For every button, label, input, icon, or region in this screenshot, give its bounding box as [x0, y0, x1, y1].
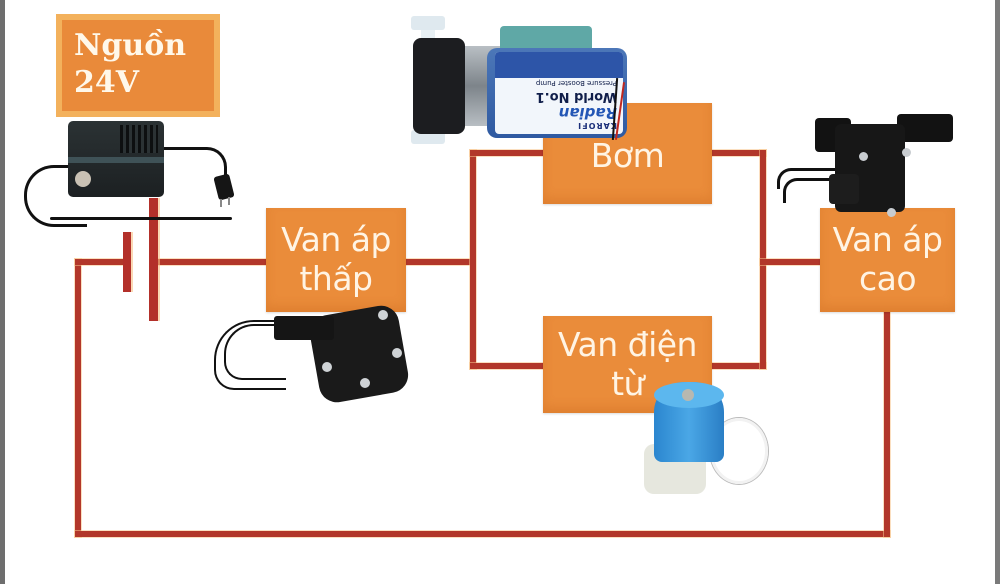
- wire-to-pump: [470, 150, 545, 156]
- wire-from-solenoid: [710, 363, 766, 369]
- wire-from-pump: [710, 150, 766, 156]
- high-pressure-switch-label-line2: cao: [858, 259, 917, 298]
- wire-left-top: [75, 259, 127, 265]
- left-frame-border: [0, 0, 5, 584]
- battery-negative-plate: [123, 232, 131, 292]
- wire-left-branch: [470, 150, 476, 369]
- wire-source-to-low-valve: [156, 259, 268, 265]
- right-frame-border: [995, 0, 1000, 584]
- pump-label: Bơm: [590, 136, 665, 176]
- source-label-line2: 24V: [74, 64, 140, 100]
- wire-left-vertical: [75, 259, 81, 537]
- solenoid-valve-photo: [640, 378, 770, 498]
- wire-junction-to-high-valve: [760, 259, 822, 265]
- high-pressure-switch-photo: [775, 108, 965, 218]
- wire-right-vertical: [884, 310, 890, 537]
- power-source-label: Nguồn 24V: [56, 14, 220, 117]
- low-pressure-switch-box: Van áp thấp: [266, 208, 406, 312]
- high-pressure-switch-box: Van áp cao: [820, 208, 955, 312]
- pump-spec-band: [495, 52, 623, 78]
- solenoid-valve-label-line2: từ: [611, 363, 644, 403]
- booster-pump-photo: KAROFI Radian World No.1 Pressure Booste…: [405, 12, 635, 160]
- low-pressure-switch-label-line2: thấp: [299, 259, 373, 298]
- pump-slogan: World No.1: [535, 89, 617, 104]
- pump-brand: KAROFI: [577, 121, 617, 130]
- power-adapter-icon: [20, 117, 260, 227]
- pump-brand-label: KAROFI Radian World No.1 Pressure Booste…: [495, 52, 623, 134]
- battery-positive-plate: [149, 198, 158, 321]
- pump-model: Radian: [558, 104, 617, 122]
- wire-to-solenoid: [470, 363, 545, 369]
- source-label-line1: Nguồn: [74, 28, 187, 63]
- wire-low-valve-to-junction: [404, 259, 474, 265]
- wire-bottom: [75, 531, 890, 537]
- high-pressure-switch-label-line1: Van áp: [832, 220, 943, 260]
- solenoid-valve-label-line1: Van điện: [558, 324, 697, 364]
- low-pressure-switch-photo: [210, 300, 411, 406]
- pump-description: Pressure Booster Pump: [535, 79, 617, 87]
- low-pressure-switch-label-line1: Van áp: [281, 220, 391, 260]
